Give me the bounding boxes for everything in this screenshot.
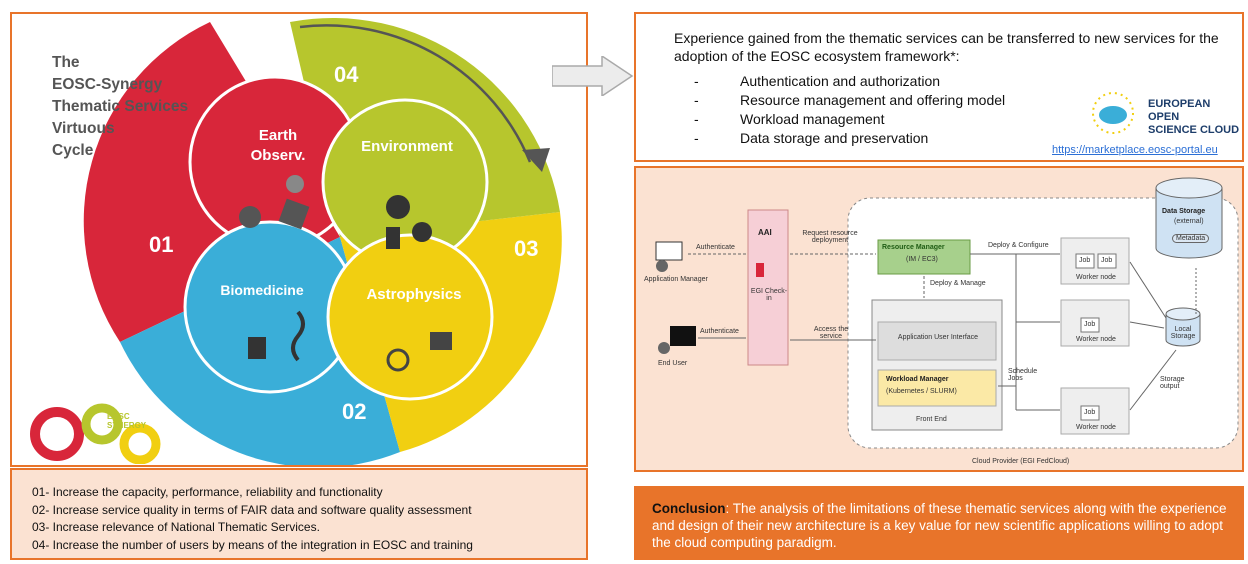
legend-item: 03- Increase relevance of National Thema… xyxy=(32,520,320,534)
worker-node-label: Worker node xyxy=(1076,274,1116,281)
local-storage-label: Local Storage xyxy=(1170,326,1196,340)
mine-icon xyxy=(278,198,310,230)
tree-icon xyxy=(286,175,304,193)
eosc-synergy-logo xyxy=(30,403,161,464)
front-end-box xyxy=(871,299,1003,431)
transfer-intro: Experience gained from the thematic serv… xyxy=(674,30,1219,64)
galaxy-icon xyxy=(386,348,410,372)
worker-node-label: Worker node xyxy=(1076,336,1116,343)
objectives-legend: 01- Increase the capacity, performance, … xyxy=(10,468,588,560)
number-03: 03 xyxy=(514,236,539,261)
globe-icon xyxy=(239,206,261,228)
access-service-label: Access the service xyxy=(813,326,849,340)
deploy-manage-label: Deploy & Manage xyxy=(930,280,986,287)
list-item: -Resource management and offering model xyxy=(694,92,1006,108)
architecture-diagram xyxy=(655,177,1239,449)
eosc-logo-text: EUROPEAN OPEN SCIENCE CLOUD xyxy=(1148,98,1240,136)
data-storage-sub: (external) xyxy=(1174,218,1204,225)
microscope-icon xyxy=(248,337,266,359)
aai-box xyxy=(747,209,789,366)
job-label: Job xyxy=(1079,257,1091,264)
conclusion-label: Conclusion xyxy=(652,501,726,516)
label-environment: Environment xyxy=(361,138,453,155)
marketplace-link[interactable]: https://marketplace.eosc-portal.eu xyxy=(1052,144,1218,156)
workload-manager-label: Workload Manager xyxy=(886,376,949,383)
front-end-label: Front End xyxy=(916,416,947,423)
job-label: Job xyxy=(1084,321,1096,328)
key-icon xyxy=(756,263,764,277)
job-box xyxy=(1075,253,1095,269)
data-storage-label: Data Storage xyxy=(1162,208,1206,215)
cycle-arrow-line xyxy=(299,24,532,163)
storage-output-label: Storage output xyxy=(1160,376,1185,390)
end-user-label: End User xyxy=(658,360,688,367)
list-item: -Authentication and authorization xyxy=(694,73,941,89)
aai-label: AAI xyxy=(758,228,772,237)
worker-node-1 xyxy=(1060,237,1130,285)
circle-astrophysics xyxy=(326,233,494,401)
worker-node-label: Worker node xyxy=(1076,424,1116,431)
resource-manager-box xyxy=(877,239,971,275)
job-box xyxy=(1080,317,1100,333)
conclusion-box: Conclusion: The analysis of the limitati… xyxy=(634,486,1244,560)
monitor-icon xyxy=(670,326,696,346)
job-box xyxy=(1097,253,1117,269)
metadata-label: Metadata xyxy=(1172,234,1210,243)
number-04: 04 xyxy=(334,62,359,87)
local-storage-cylinder xyxy=(1165,314,1201,347)
conclusion-text: : The analysis of the limitations of the… xyxy=(652,501,1227,550)
transfer-bullets: -Authentication and authorization -Resou… xyxy=(694,72,1005,148)
cycle-diagram xyxy=(83,17,562,465)
schedule-jobs-label: Schedule Jobs xyxy=(1008,368,1038,382)
workload-manager-box xyxy=(877,369,997,407)
list-item: -Workload management xyxy=(694,111,885,127)
number-01: 01 xyxy=(149,232,174,257)
biohazard-icon xyxy=(412,222,432,242)
architecture-panel: Application Manager End User Authenticat… xyxy=(634,166,1244,472)
authenticate-label: Authenticate xyxy=(696,244,735,251)
egi-checkin-label: EGI Check-in xyxy=(750,288,788,302)
legend-item: 01- Increase the capacity, performance, … xyxy=(32,485,383,499)
workload-manager-sub: (Kubernetes / SLURM) xyxy=(886,388,957,395)
world-pollution-icon xyxy=(386,195,410,219)
transfer-panel: Experience gained from the thematic serv… xyxy=(634,12,1244,162)
user-icon xyxy=(656,260,668,272)
telescope-icon xyxy=(430,332,452,350)
number-02: 02 xyxy=(342,399,367,424)
cycle-title: The EOSC-Synergy Thematic Services Virtu… xyxy=(52,54,189,159)
legend-item: 04- Increase the number of users by mean… xyxy=(32,537,473,552)
user-icon xyxy=(658,342,670,354)
app-user-interface-box xyxy=(877,321,997,361)
cycle-arrow-head xyxy=(522,148,550,172)
list-item: -Data storage and preservation xyxy=(694,130,929,146)
app-user-interface-label: Application User Interface xyxy=(897,334,979,341)
virtuous-cycle-panel: The EOSC-Synergy Thematic Services Virtu… xyxy=(10,12,588,467)
authenticate-label: Authenticate xyxy=(700,328,739,335)
cloud-provider-label: Cloud Provider (EGI FedCloud) xyxy=(972,458,1070,465)
job-label: Job xyxy=(1084,409,1096,416)
label-earth-observ: Earth Observ. xyxy=(250,127,306,164)
dna-icon xyxy=(291,310,305,362)
request-resource-label: Request resource deployment xyxy=(802,230,858,244)
job-box xyxy=(1080,405,1100,421)
legend-item: 02- Increase service quality in terms of… xyxy=(32,502,472,517)
eosc-synergy-logo-text: EOSC SYNERGY xyxy=(107,412,147,430)
label-biomedicine: Biomedicine xyxy=(220,282,304,298)
resource-manager-sub: (IM / EC3) xyxy=(906,256,938,263)
deploy-configure-label: Deploy & Configure xyxy=(988,242,1049,249)
transfer-arrow-icon xyxy=(552,56,634,96)
job-label: Job xyxy=(1101,257,1113,264)
resource-manager-label: Resource Manager xyxy=(882,244,945,251)
app-manager-label: Application Manager xyxy=(644,276,708,283)
label-astrophysics: Astrophysics xyxy=(366,286,462,303)
eosc-cloud-icon xyxy=(1092,92,1134,134)
laptop-icon xyxy=(655,241,683,261)
hydrant-icon xyxy=(386,227,400,249)
